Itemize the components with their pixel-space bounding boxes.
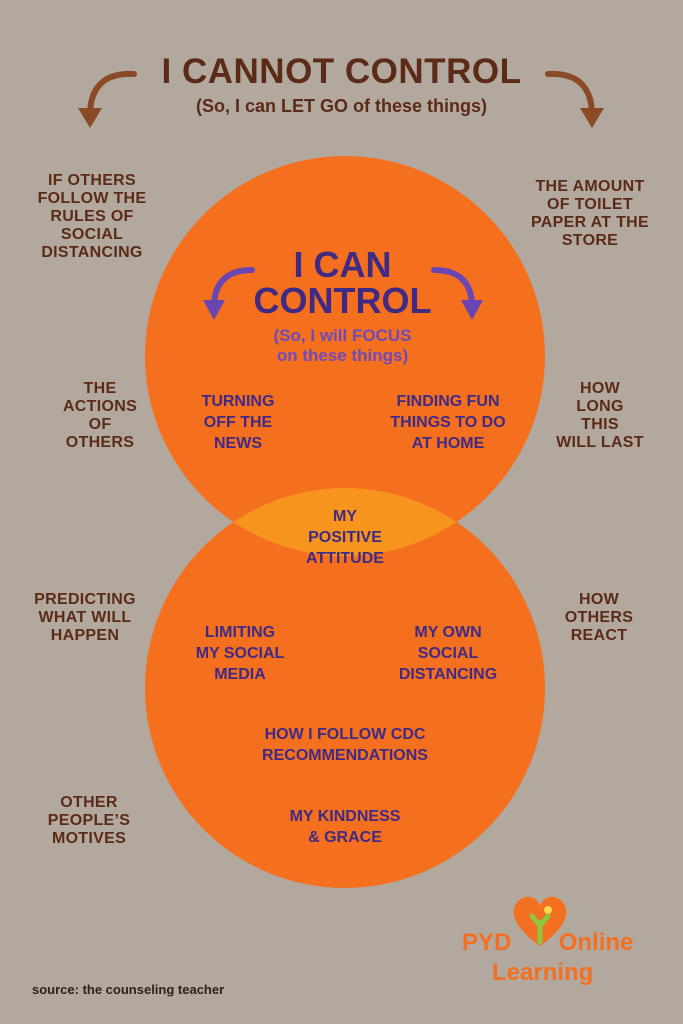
outer-item-others-distancing: IF OTHERS FOLLOW THE RULES OF SOCIAL DIS… (37, 172, 147, 261)
inner-item-news: TURNING OFF THE NEWS (201, 393, 275, 452)
logo-pyd: PYD (462, 929, 512, 956)
page-title: I CANNOT CONTROL (161, 52, 522, 91)
outer-item-how-others-react: HOW OTHERS REACT (564, 591, 634, 644)
curved-arrow-left-icon (203, 267, 255, 320)
inner-title: I CAN CONTROL (253, 244, 432, 321)
outer-item-predicting: PREDICTING WHAT WILL HAPPEN (34, 591, 136, 644)
inner-item-kindness: MY KINDNESS & GRACE (289, 808, 401, 846)
curved-arrow-right-icon (545, 70, 604, 128)
heart-logo-icon (513, 896, 567, 946)
logo-online: Online (558, 929, 634, 956)
outer-item-motives: OTHER PEOPLE’S MOTIVES (47, 794, 131, 847)
logo-wordmark: PYD Online Learning (462, 928, 662, 988)
outer-item-toilet-paper: THE AMOUNT OF TOILET PAPER AT THE STORE (531, 178, 649, 249)
logo-learning: Learning (492, 959, 594, 986)
outer-item-actions-of-others: THE ACTIONS OF OTHERS (62, 380, 138, 451)
bottom-circle (145, 488, 545, 888)
overlap-item-attitude: MY POSITIVE ATTITUDE (306, 508, 384, 567)
curved-arrow-left-icon (78, 70, 137, 128)
inner-item-fun-things: FINDING FUN THINGS TO DO AT HOME (390, 393, 506, 452)
inner-item-distancing: MY OWN SOCIAL DISTANCING (398, 624, 498, 683)
curved-arrow-right-icon (431, 267, 483, 320)
outer-item-how-long: HOW LONG THIS WILL LAST (556, 380, 644, 451)
source-credit: source: the counseling teacher (32, 982, 225, 997)
top-circle (145, 156, 545, 556)
inner-item-cdc: HOW I FOLLOW CDC RECOMMENDATIONS (262, 726, 428, 764)
inner-item-social-media: LIMITING MY SOCIAL MEDIA (195, 624, 285, 683)
inner-subtitle: (So, I will FOCUS on these things) (273, 326, 412, 365)
page-subtitle: (So, I can LET GO of these things) (195, 96, 487, 116)
